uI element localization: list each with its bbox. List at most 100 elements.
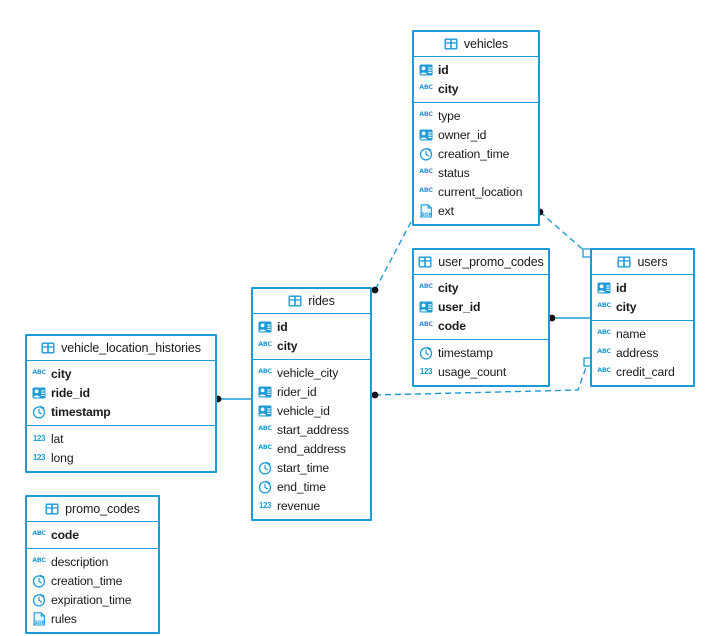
table-header-rides[interactable]: rides bbox=[253, 289, 370, 314]
column-row[interactable]: ABC start_address bbox=[253, 420, 370, 439]
column-row[interactable]: ride_id bbox=[27, 383, 215, 402]
clock-icon bbox=[258, 461, 272, 475]
123-icon: 123 bbox=[258, 500, 272, 510]
table-header-users[interactable]: users bbox=[592, 250, 693, 275]
column-name: lat bbox=[51, 431, 64, 446]
column-row[interactable]: id bbox=[253, 317, 370, 336]
column-name: id bbox=[438, 62, 449, 77]
uuid-icon bbox=[419, 300, 433, 314]
uuid-icon bbox=[419, 128, 433, 142]
abc-icon: ABC bbox=[258, 368, 272, 376]
column-name: start_address bbox=[277, 422, 349, 437]
abc-icon: ABC bbox=[597, 329, 611, 337]
column-name: ext bbox=[438, 203, 454, 218]
column-name: long bbox=[51, 450, 74, 465]
table-icon bbox=[418, 255, 432, 269]
column-name: current_location bbox=[438, 184, 523, 199]
column-row[interactable]: creation_time bbox=[27, 571, 158, 590]
relationship-rel-upc-users bbox=[548, 314, 590, 322]
column-row[interactable]: ABC city bbox=[414, 79, 538, 98]
json-icon: JSON bbox=[419, 203, 433, 218]
column-row[interactable]: ABC current_location bbox=[414, 182, 538, 201]
column-row[interactable]: owner_id bbox=[414, 125, 538, 144]
uuid-icon bbox=[258, 385, 272, 399]
column-name: end_time bbox=[277, 479, 326, 494]
table-header-promo_codes[interactable]: promo_codes bbox=[27, 497, 158, 522]
column-row[interactable]: ABC name bbox=[592, 324, 693, 343]
123-icon: 123 bbox=[32, 452, 46, 462]
abc-icon: ABC bbox=[419, 187, 433, 195]
abc-icon: ABC bbox=[419, 283, 433, 291]
json-icon: JSON bbox=[32, 611, 46, 626]
column-row[interactable]: timestamp bbox=[27, 402, 215, 421]
column-row[interactable]: vehicle_id bbox=[253, 401, 370, 420]
column-row[interactable]: end_time bbox=[253, 477, 370, 496]
clock-icon bbox=[32, 574, 46, 588]
column-row[interactable]: start_time bbox=[253, 458, 370, 477]
column-name: id bbox=[616, 280, 627, 295]
column-name: rules bbox=[51, 611, 77, 626]
clock-icon bbox=[419, 147, 433, 161]
column-row[interactable]: expiration_time bbox=[27, 590, 158, 609]
column-name: description bbox=[51, 554, 109, 569]
column-name: owner_id bbox=[438, 127, 487, 142]
table-header-user_promo_codes[interactable]: user_promo_codes bbox=[414, 250, 548, 275]
column-name: timestamp bbox=[51, 404, 111, 419]
abc-icon: ABC bbox=[419, 84, 433, 92]
column-name: timestamp bbox=[438, 345, 493, 360]
column-name: city bbox=[438, 81, 459, 96]
uuid-icon bbox=[258, 404, 272, 418]
column-name: name bbox=[616, 326, 646, 341]
abc-icon: ABC bbox=[597, 367, 611, 375]
table-title: rides bbox=[308, 294, 335, 308]
table-header-vehicle_location_histories[interactable]: vehicle_location_histories bbox=[27, 336, 215, 361]
column-row[interactable]: rider_id bbox=[253, 382, 370, 401]
column-row[interactable]: timestamp bbox=[414, 343, 548, 362]
column-row[interactable]: creation_time bbox=[414, 144, 538, 163]
uuid-icon bbox=[597, 281, 611, 295]
table-header-vehicles[interactable]: vehicles bbox=[414, 32, 538, 57]
column-row[interactable]: user_id bbox=[414, 297, 548, 316]
column-name: rider_id bbox=[277, 384, 317, 399]
123-icon: 123 bbox=[419, 366, 433, 376]
abc-icon: ABC bbox=[419, 321, 433, 329]
column-row[interactable]: id bbox=[592, 278, 693, 297]
abc-icon: ABC bbox=[258, 425, 272, 433]
column-row[interactable]: JSON ext bbox=[414, 201, 538, 220]
column-name: city bbox=[51, 366, 72, 381]
column-name: status bbox=[438, 165, 470, 180]
column-name: end_address bbox=[277, 441, 346, 456]
column-row[interactable]: 123 long bbox=[27, 448, 215, 467]
column-row[interactable]: JSON rules bbox=[27, 609, 158, 628]
table-title: users bbox=[637, 255, 668, 269]
column-row[interactable]: id bbox=[414, 60, 538, 79]
